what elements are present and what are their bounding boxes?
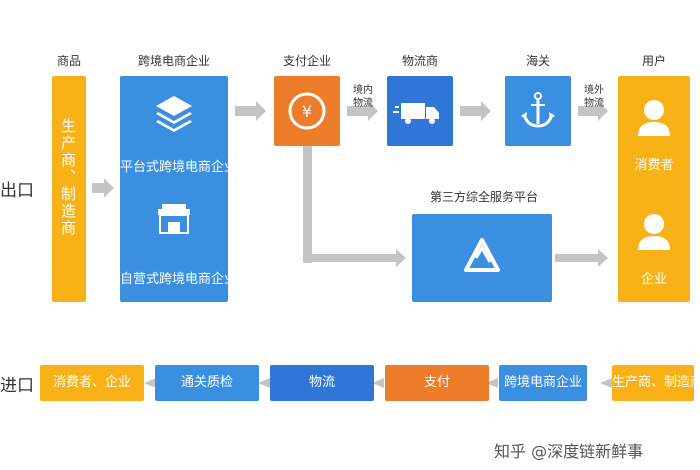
header-ecommerce: 跨境电商企业 (137, 54, 210, 68)
payment-box: ¥ (274, 76, 340, 146)
header-payment: 支付企业 (282, 54, 331, 68)
domestic-logistics-label: 境内 物流 (353, 85, 373, 109)
platform-ecommerce-label: 平台式跨境电商企业 (120, 160, 238, 175)
import-step-4: 支付 (385, 365, 489, 401)
third-party-box (412, 214, 552, 302)
producer-label: 生产商、制造商 (59, 118, 77, 237)
arrow-set (92, 101, 612, 388)
yen-coin-icon: ¥ (288, 92, 326, 130)
export-side-label: 出口 (0, 181, 34, 201)
ecommerce-box: 平台式跨境电商企业 自营式跨境电商企业 (120, 76, 238, 302)
header-logistics: 物流商 (401, 54, 438, 68)
import-step-5: 跨境电商企业 (499, 365, 587, 401)
customs-box (505, 76, 571, 146)
producer-box: 生产商、制造商 (52, 76, 86, 302)
arrow-import-3 (372, 378, 384, 388)
third-party-title: 第三方综全服务平台 (429, 190, 538, 204)
arrow-logistics-to-customs (460, 101, 491, 121)
enterprise-icon (638, 214, 670, 250)
enterprise-label: 企业 (640, 272, 667, 287)
header-customs: 海关 (525, 54, 550, 68)
triangle-logo-icon (464, 238, 500, 272)
self-ecommerce-label: 自营式跨境电商企业 (120, 272, 238, 287)
header-user: 用户 (641, 54, 666, 68)
overseas-logistics-label: 境外 物流 (584, 85, 604, 109)
arrow-import-4 (258, 378, 270, 388)
arrow-thirdparty-to-user (555, 249, 608, 267)
layers-icon (156, 96, 192, 234)
store-icon (158, 204, 190, 234)
arrow-import-2 (486, 378, 498, 388)
arrow-payment-down-line (303, 145, 312, 263)
import-step-2: 通关质检 (155, 365, 259, 401)
arrow-producer-to-ecommerce (92, 178, 114, 198)
arrow-payment-to-logistics (347, 101, 378, 121)
consumer-label: 消费者 (634, 158, 674, 173)
watermark: 知乎 @深度链新鲜事 (494, 442, 644, 461)
svg-text:¥: ¥ (302, 102, 312, 121)
truck-icon (393, 103, 439, 124)
arrow-payment-to-thirdparty (303, 249, 406, 267)
arrow-import-1 (600, 378, 612, 388)
import-step-3: 物流 (270, 365, 374, 401)
logistics-box (387, 76, 453, 146)
arrow-customs-to-user (578, 101, 608, 121)
header-goods: 商品 (56, 54, 81, 68)
user-box: 消费者 企业 (618, 76, 690, 302)
arrow-import-5 (144, 378, 156, 388)
consumer-icon (638, 100, 670, 250)
anchor-icon (521, 92, 555, 128)
import-step-6: 生产商、制造商 (612, 365, 700, 401)
import-side-label: 进口 (0, 376, 34, 396)
import-step-1: 消费者、企业 (40, 365, 144, 401)
arrow-ecommerce-to-payment (235, 101, 266, 121)
